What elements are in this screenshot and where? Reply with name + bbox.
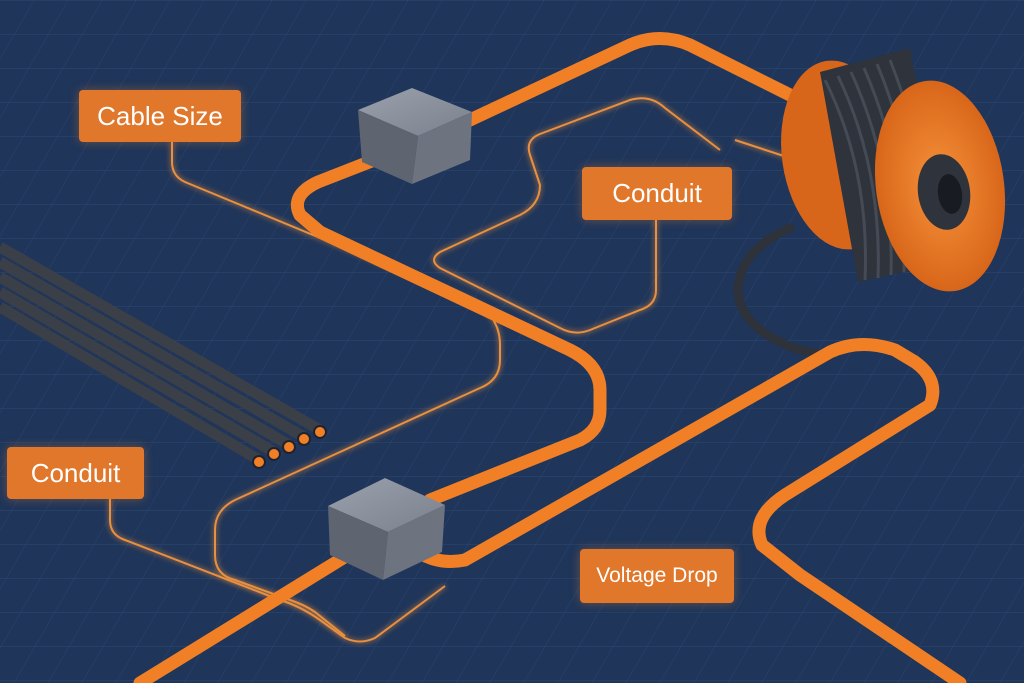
- conduit-upper-run: [463, 32, 827, 127]
- cable-reel-icon: [781, 48, 1006, 292]
- guide-line-conduit-left: [109, 499, 446, 643]
- conduit-bottom-right: [413, 337, 967, 683]
- junction-box-icon: [358, 88, 472, 184]
- label-cable-size: Cable Size: [79, 90, 241, 142]
- label-conduit: Conduit: [582, 167, 732, 220]
- junction-box-icon: [328, 478, 445, 580]
- label-conduit: Conduit: [7, 447, 144, 499]
- guide-line-conduit-right: [433, 97, 721, 334]
- conduit-runs: [133, 32, 967, 683]
- reel-lead-cable: [733, 223, 835, 361]
- label-voltage-drop: Voltage Drop: [580, 549, 734, 603]
- guide-line-reel: [734, 139, 791, 159]
- conduit-bottom-left: [133, 543, 363, 683]
- conduit-top: [290, 143, 607, 507]
- cable-bundle-icon: [0, 242, 327, 469]
